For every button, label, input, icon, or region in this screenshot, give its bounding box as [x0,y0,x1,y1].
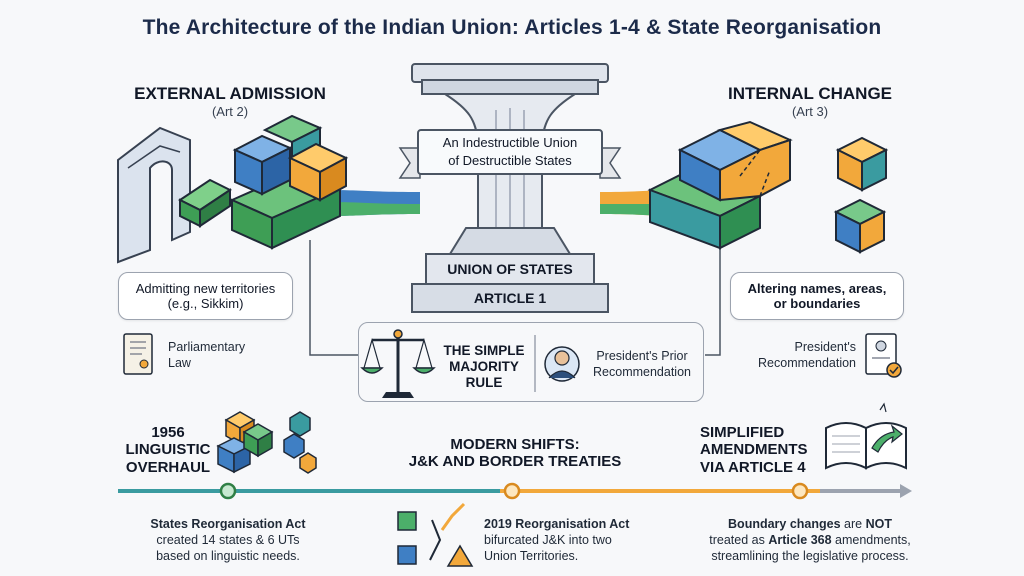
president-prior-line2: Recommendation [593,365,691,380]
altering-boundaries-line2: or boundaries [773,296,861,311]
article-1-base: ARTICLE 1 [473,290,547,306]
banner-line2: of Destructible States [448,152,572,168]
majority-rule-line3: RULE [465,375,503,391]
internal-change-article: (Art 3) [791,104,829,119]
presidents-recommendation-label: President's Recommendation [742,340,856,371]
timeline-heading-modern: MODERN SHIFTS: J&K AND BORDER TREATIES [400,436,630,471]
presidents-recommendation-line2: Recommendation [758,355,856,370]
page-title: The Architecture of the Indian Union: Ar… [142,16,882,39]
left-flow-band [330,190,420,216]
timeline-1956-act: States Reorganisation Act [150,517,306,531]
parliamentary-law-line1: Parliamentary [168,340,246,354]
not-text: NOT [865,517,892,531]
timeline-node-article4 [791,482,809,500]
timeline-1956-line3: OVERHAUL [125,458,211,476]
timeline-desc-1956: States Reorganisation Act created 14 sta… [128,516,328,564]
union-of-states-plaque: UNION OF STATES [447,261,573,277]
altering-boundaries-box: Altering names, areas, or boundaries [730,272,904,320]
parliamentary-law-label: Parliamentary Law [168,340,288,371]
open-book-icon [825,402,907,470]
archway-icon [117,126,191,264]
timeline-article4-line1: SIMPLIFIED [700,424,785,441]
admitting-territories-line1: Admitting new territories [135,281,276,296]
banner-text: An Indestructible Union of Destructible … [418,134,602,169]
timeline-modern-desc2: bifurcated J&K into two [484,533,612,547]
right-connector-line [705,240,721,356]
split-cubes-icon [833,136,889,254]
linguistic-cubes-icon [216,411,317,474]
timeline-node-1956 [219,482,237,500]
timeline-article4-line2: AMENDMENTS [700,441,808,459]
banner-line1: An Indestructible Union [442,135,578,150]
left-connector-line [309,240,358,356]
scroll-document-icon [123,333,153,375]
certificate-icon [865,333,902,378]
left-cube-cluster-icon [229,114,349,250]
amendments-text: amendments, [831,533,911,547]
timeline-1956-year: 1956 [151,424,185,441]
entering-cube-icon [178,178,232,228]
president-prior-line1: President's Prior [596,349,688,363]
admitting-territories-box: Admitting new territories (e.g., Sikkim) [118,272,293,320]
timeline-node-modern [503,482,521,500]
majority-rule-text: THE SIMPLE MAJORITY RULE [436,343,532,392]
timeline-desc-modern: 2019 Reorganisation Act bifurcated J&K i… [484,516,668,564]
timeline-article4-desc1: Boundary changes are NOT [690,516,930,532]
external-admission-article: (Art 2) [211,104,249,119]
are-text: are [840,517,866,531]
admitting-territories-line2: (e.g., Sikkim) [167,296,244,311]
majority-rule-line2: MAJORITY [449,359,519,375]
banner-ribbon [398,129,622,179]
timeline-modern-act: 2019 Reorganisation Act [484,517,630,531]
timeline-1956-desc2: created 14 states & 6 UTs [156,533,300,547]
timeline-desc-article4: Boundary changes are NOT treated as Arti… [690,516,930,564]
timeline-1956-line2: LINGUISTIC [125,441,211,459]
boundary-changes-text: Boundary changes [728,517,841,531]
majority-rule-box [358,322,704,402]
timeline-article4-desc3: streamlining the legislative process. [711,549,909,563]
border-shift-icon [397,502,474,567]
parliamentary-law-line2: Law [168,355,191,370]
president-avatar [544,346,580,382]
right-cube-cluster-icon [647,120,793,250]
article-368-text: Article 368 [768,533,832,547]
timeline-article4-line3: VIA ARTICLE 4 [700,458,806,476]
altering-boundaries-line1: Altering names, areas, [747,281,887,296]
timeline-modern-line2: J&K AND BORDER TREATIES [408,453,622,471]
treated-as-text: treated as [709,533,769,547]
timeline-modern-desc3: Union Territories. [484,549,579,563]
timeline-modern-line1: MODERN SHIFTS: [450,436,580,453]
president-prior-text: President's Prior Recommendation [584,348,700,381]
scale-icon [360,329,436,398]
timeline-heading-article4: SIMPLIFIED AMENDMENTS VIA ARTICLE 4 [700,424,824,476]
internal-change-heading: INTERNAL CHANGE [727,84,893,103]
majority-rule-line1: THE SIMPLE [443,343,525,358]
external-admission-heading: EXTERNAL ADMISSION [134,84,326,103]
timeline-1956-desc3: based on linguistic needs. [156,549,300,563]
presidents-recommendation-line1: President's [794,340,856,354]
timeline-article4-desc2: treated as Article 368 amendments, [690,532,930,548]
timeline-line [118,484,912,498]
timeline-heading-1956: 1956 LINGUISTIC OVERHAUL [118,424,218,476]
